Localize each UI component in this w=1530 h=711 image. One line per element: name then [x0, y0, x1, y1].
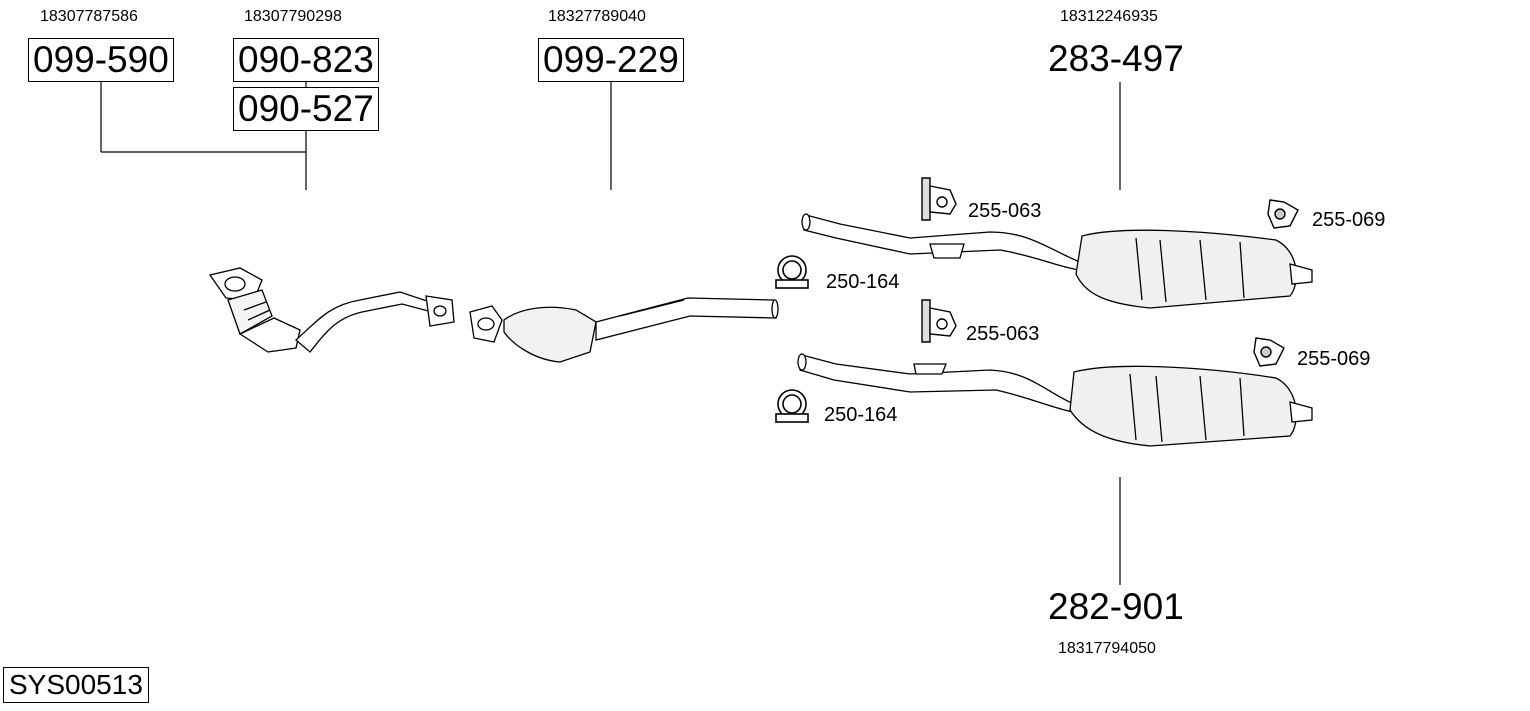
oe-number: 18307787586 — [40, 8, 138, 25]
accessory-label[interactable]: 255-069 — [1312, 209, 1386, 231]
accessory-label[interactable]: 255-069 — [1297, 348, 1371, 370]
pipe-clamp-icon — [775, 255, 809, 289]
part-number-box[interactable]: 090-823 — [233, 38, 379, 82]
hanger-bracket-icon — [921, 177, 957, 221]
hanger-bracket-icon — [921, 299, 957, 343]
upper-silencer-drawing — [801, 213, 1313, 309]
pipe-clamp-icon — [775, 389, 809, 423]
front-pipe-catalyst-drawing — [208, 267, 455, 353]
accessory-label[interactable]: 250-164 — [824, 404, 898, 426]
accessory-label[interactable]: 255-063 — [968, 200, 1042, 222]
catalytic-converter-drawing — [469, 297, 779, 363]
oe-number: 18307790298 — [244, 8, 342, 25]
accessory-label[interactable]: 250-164 — [826, 271, 900, 293]
part-number-box[interactable]: 099-590 — [28, 38, 174, 82]
system-code-box: SYS00513 — [3, 667, 149, 703]
part-number-box[interactable]: 099-229 — [538, 38, 684, 82]
leader-lines — [100, 80, 1121, 585]
lower-silencer-drawing — [797, 353, 1313, 447]
oe-number: 18327789040 — [548, 8, 646, 25]
rubber-mount-icon — [1267, 199, 1299, 229]
rubber-mount-icon — [1253, 337, 1285, 367]
part-number[interactable]: 283-497 — [1048, 38, 1184, 79]
oe-number: 18317794050 — [1058, 640, 1156, 657]
part-number-box[interactable]: 090-527 — [233, 87, 379, 131]
accessory-label[interactable]: 255-063 — [966, 323, 1040, 345]
oe-number: 18312246935 — [1060, 8, 1158, 25]
part-number[interactable]: 282-901 — [1048, 586, 1184, 627]
